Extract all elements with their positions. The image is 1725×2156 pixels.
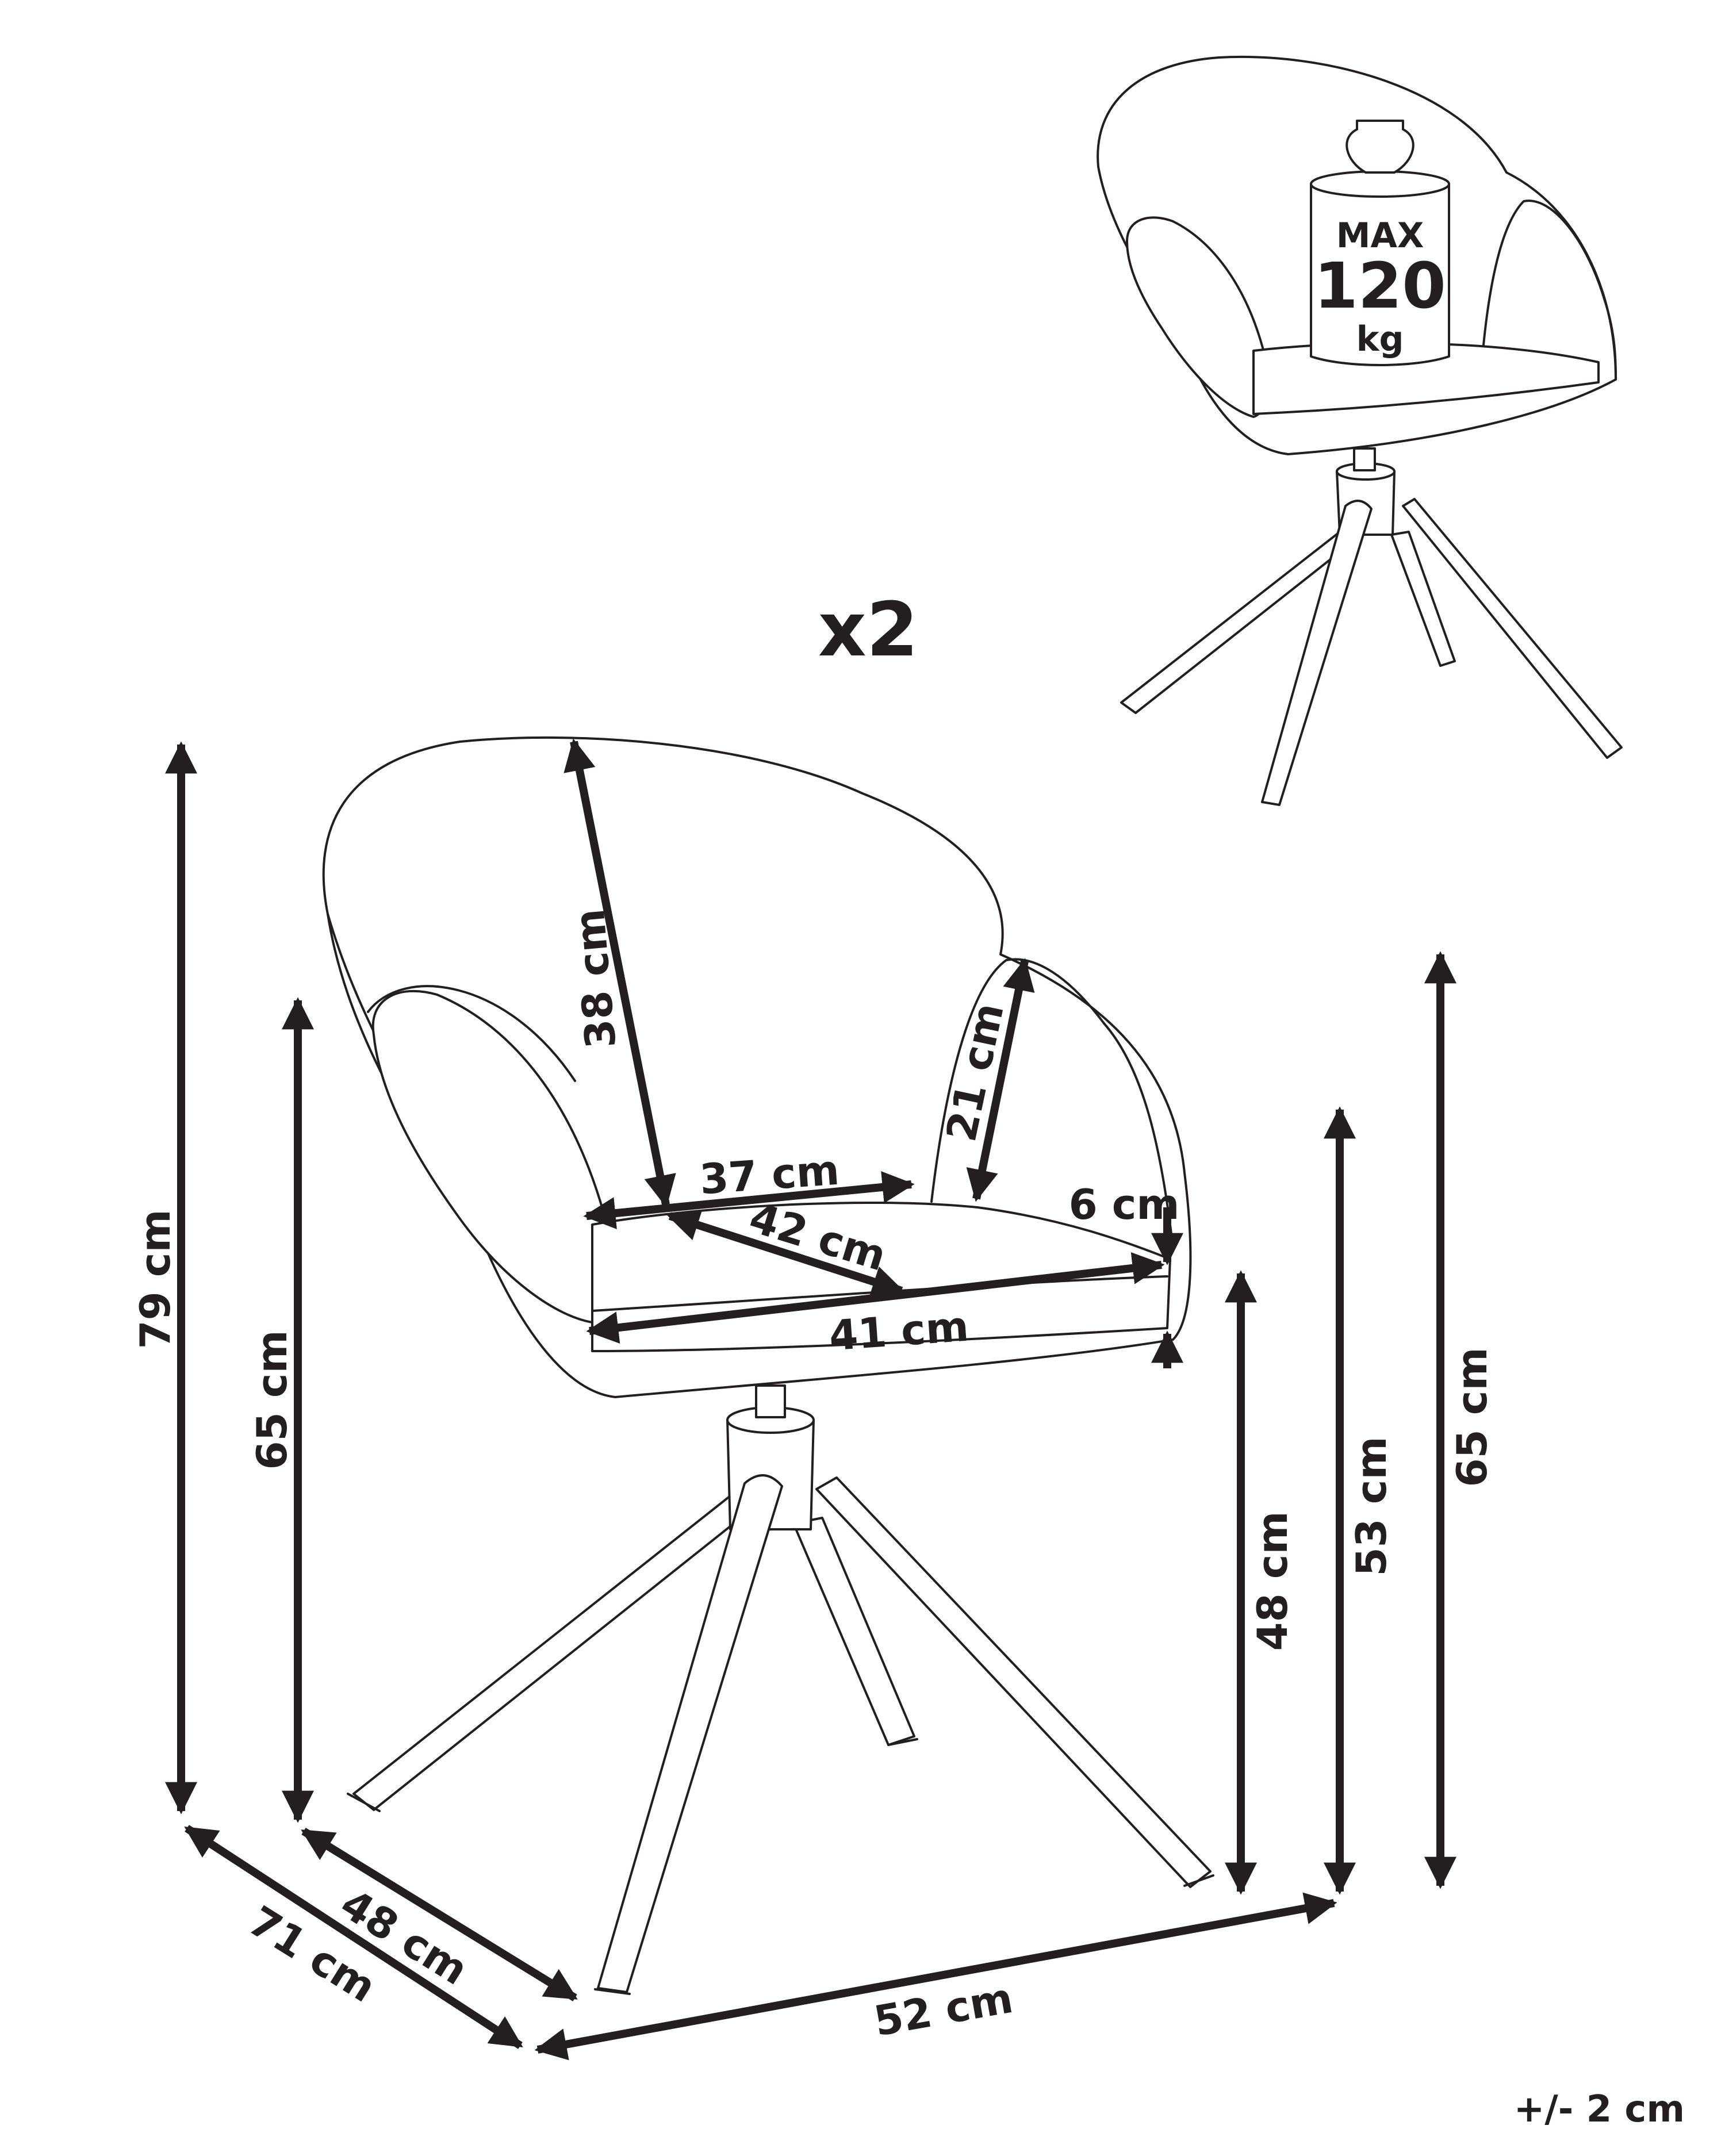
small-armrest-right: [1482, 200, 1617, 381]
chair-leg-front: [597, 1474, 783, 1993]
label-seat-thickness: 6 cm: [1069, 1180, 1180, 1229]
weight-top: [1310, 170, 1450, 198]
chair-foot-4: [1183, 1874, 1214, 1887]
dimension-lines: [165, 738, 1456, 2061]
small-leg-front: [1261, 500, 1373, 806]
small-chair: MAX 120 kg: [1097, 55, 1623, 806]
dim-line-backrest: [564, 738, 676, 1208]
dim-line-seat-width-back: [583, 1171, 915, 1229]
main-chair: [322, 736, 1214, 1995]
label-armrest-floor: 53 cm: [1347, 1437, 1396, 1576]
dim-line-armrest-height: [966, 958, 1035, 1202]
weight-icon: MAX 120 kg: [1310, 120, 1450, 366]
chair-foot-1: [347, 1793, 381, 1812]
weight-body: [1310, 183, 1450, 366]
chair-leg-back-right: [792, 1517, 915, 1746]
small-leg-right: [1402, 498, 1623, 759]
label-back-height-right: 65 cm: [1448, 1348, 1496, 1487]
dim-line-seat-width-front: [586, 1252, 1165, 1344]
chair-back-rim: [367, 985, 576, 1082]
label-seat-width-front: 41 cm: [827, 1302, 970, 1360]
max-load-line1: MAX: [1336, 216, 1424, 256]
label-total-height: 79 cm: [131, 1210, 179, 1349]
dim-line-width: [534, 1892, 1337, 2061]
small-swivel-pin: [1353, 447, 1376, 471]
dim-line-depth-total: [184, 1825, 523, 2049]
chair-leg-right: [815, 1476, 1212, 1888]
label-seat-height: 48 cm: [1248, 1511, 1297, 1651]
quantity-label: x2: [818, 586, 918, 673]
weight-neck: [1346, 120, 1414, 174]
max-load-line2: 120: [1314, 249, 1446, 323]
chair-armrest-right: [930, 958, 1174, 1249]
label-back-height-left: 65 cm: [248, 1330, 296, 1470]
small-leg-back: [1390, 531, 1456, 667]
chair-foot-3: [887, 1738, 918, 1746]
label-seat-width-back: 37 cm: [698, 1146, 841, 1204]
tolerance-label: +/- 2 cm: [1514, 2088, 1685, 2131]
max-load-line3: kg: [1356, 319, 1404, 359]
swivel-pin: [755, 1384, 786, 1418]
